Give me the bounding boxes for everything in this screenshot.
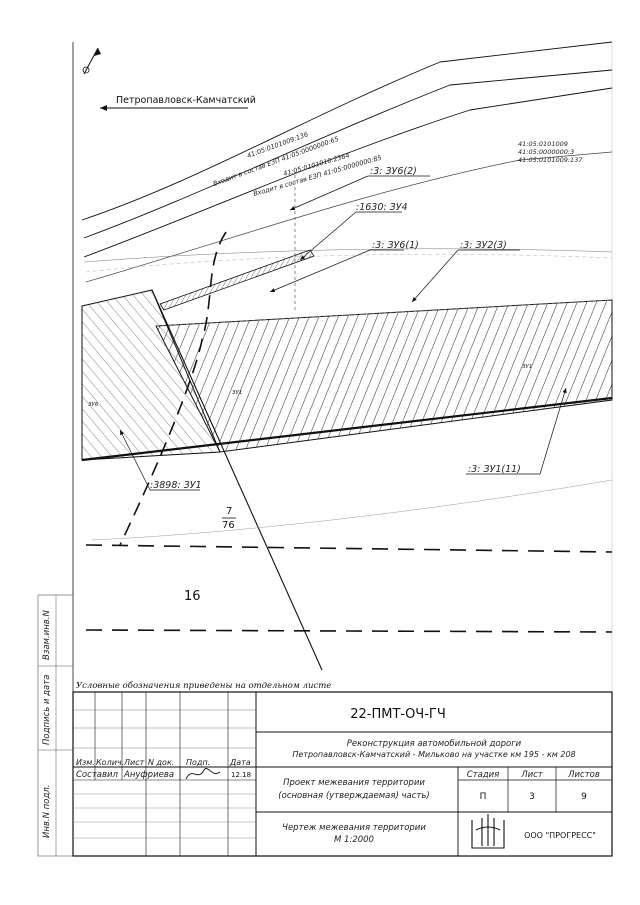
sheet-title-1: Проект межевания территории: [283, 778, 425, 788]
side-label-inventory: Инв.N подл.: [42, 785, 52, 838]
side-label-replace: Взам.инв.N: [42, 610, 52, 660]
person-name: Ануфриева: [123, 770, 174, 780]
fraction-bottom: 76: [222, 520, 235, 531]
dashed-line-upper: [85, 544, 613, 553]
direction-label: Петропавловск-Камчатский: [116, 95, 256, 106]
header-kol: Колич.: [96, 758, 124, 767]
side-label-signature: Подпись и дата: [42, 675, 52, 745]
drawing-title-2: М 1:2000: [334, 835, 374, 845]
stage-value: П: [480, 792, 487, 802]
sheets-value: 9: [581, 792, 587, 802]
doc-code: 22-ПМТ-ОЧ-ГЧ: [350, 707, 446, 722]
sheet-value: 3: [529, 792, 535, 802]
side-stamp: Взам.инв.N Подпись и дата Инв.N подл.: [37, 594, 74, 857]
company-logo-icon: [471, 814, 505, 849]
project-line-1: Реконструкция автомобильной дороги: [347, 739, 522, 749]
dashed-boundary: [119, 231, 227, 546]
sheet-title-2: (основная (утверждаемая) часть): [278, 791, 429, 801]
title-block: [72, 691, 613, 857]
stage-label: Стадия: [467, 770, 500, 780]
callout-zu2-3: :3: ЗУ2(3): [460, 240, 507, 251]
parcel-bottom-border: [81, 396, 613, 462]
callouts: [119, 175, 567, 491]
project-line-2: Петропавловск-Камчатский - Мильково на у…: [292, 750, 575, 759]
small-mark-2: ЗУ1: [232, 390, 242, 396]
parcel-strip: [159, 249, 315, 311]
header-izm: Изм.: [76, 758, 95, 767]
callout-zu6-2: :3: ЗУ6(2): [370, 166, 417, 177]
north-arrow-icon: [82, 47, 101, 75]
callout-zu1-11: :3: ЗУ1(11): [468, 464, 521, 475]
small-mark-3: ЗУ1: [522, 364, 532, 370]
fraction-top: 7: [226, 506, 232, 517]
signature-icon: [185, 768, 221, 780]
small-mark-1: ЗУ6: [88, 402, 99, 408]
sheet-label: Лист: [520, 770, 544, 780]
callout-zu4: :1630: ЗУ4: [356, 202, 408, 213]
callout-labels: :3: ЗУ6(2) :1630: ЗУ4 :3: ЗУ6(1) :3: ЗУ2…: [150, 166, 521, 491]
road-lines: [81, 41, 613, 283]
cadastre-line-2: 41:05:0000000:3: [518, 148, 574, 156]
cadastre-line-1: 41:05:0101009: [518, 140, 568, 148]
company-name: ООО "ПРОГРЕСС": [524, 831, 596, 840]
legend-note: Условные обозначения приведены на отдель…: [76, 680, 331, 691]
callout-zu6-1: :3: ЗУ6(1): [372, 240, 419, 251]
header-list: Лист: [123, 758, 145, 767]
parcel-hatched-main: [155, 299, 613, 453]
cadastre-block: 41:05:0101009 41:05:0000000:3 41:05:0101…: [518, 140, 583, 164]
drawing-title-1: Чертеж межевания территории: [282, 823, 426, 833]
direction-indicator: Петропавловск-Камчатский: [100, 95, 256, 111]
sign-date: 12.18: [231, 771, 251, 779]
header-podp: Подп.: [186, 758, 210, 767]
header-data: Дата: [229, 758, 251, 767]
dashed-line-lower: [85, 629, 613, 633]
zone-number: 16: [184, 589, 201, 604]
sheets-label: Листов: [567, 770, 600, 780]
cadastre-line-3: 41:05:0101009:137: [518, 156, 583, 164]
road-labels: 41:05:0101009:136 Входит в состав ЕЗП 41…: [212, 130, 383, 198]
header-ndok: N док.: [148, 758, 174, 767]
boundary-diagonal: [151, 289, 323, 671]
thin-curve: [91, 479, 613, 541]
parcel-hatched-left: [81, 289, 221, 461]
title-block-text: 22-ПМТ-ОЧ-ГЧ Реконструкция автомобильной…: [76, 707, 600, 849]
role-compiled: Составил: [76, 770, 119, 780]
callout-zu1-main: :3898: ЗУ1: [150, 480, 202, 491]
